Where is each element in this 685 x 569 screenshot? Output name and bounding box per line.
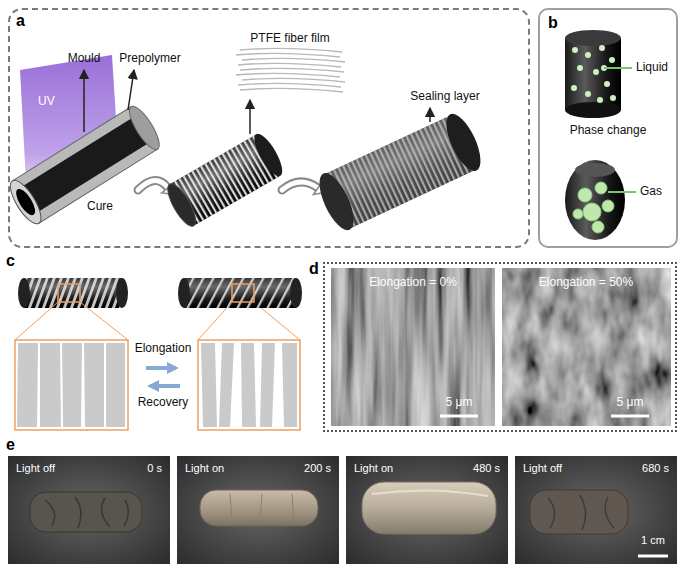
scale-label: 5 μm [446,396,473,410]
zoom-stretched [198,340,300,430]
panel-letter: d [309,260,319,278]
light-label: UV [38,95,55,109]
phase-label: Phase change [570,124,647,138]
scale-bar [440,415,478,418]
liquid-cylinder [565,30,632,118]
part-label: Prepolymer [119,52,180,66]
process-label: Elongation [135,342,192,356]
state-label: Light on [354,462,393,475]
time-label: 0 s [147,462,162,475]
actuator-photo-object [30,492,142,532]
cycle-arrows [146,368,180,386]
phase-label: Liquid [636,61,668,75]
time-label: 480 s [473,462,500,475]
photo-panel: Light off 0 s [8,456,170,564]
fiber-film [236,48,345,92]
photo [346,456,508,564]
part-label: Sealing layer [410,90,479,104]
wrapped-cylinder [163,130,287,230]
gas-capsule [565,160,636,240]
zoom-relaxed [15,340,128,430]
scale-bar [611,415,649,418]
process-arrow [282,182,325,195]
state-label: Light on [185,462,224,475]
panel-frame: Elongation = 0%5 μmElongation = 50%5 μmd [323,262,677,432]
time-label: 200 s [304,462,331,475]
actuator-photo-object [200,490,318,526]
relaxed-cylinder [18,278,128,308]
phase-label: Gas [640,185,662,199]
photo-panel: Light on 480 s [346,456,508,564]
image-caption: Elongation = 50% [539,276,633,290]
leader-line [429,108,431,122]
leader-line [249,100,251,134]
photo [8,456,170,564]
photo-panel: Light on 200 s [177,456,339,564]
sem-panel: Elongation = 50% 5 μm [502,268,671,426]
state-label: Light off [523,462,562,475]
photo [177,456,339,564]
scale-label: 5 μm [617,396,644,410]
photo [515,456,677,564]
scale-label: 1 cm [641,534,665,547]
sem-panel: Elongation = 0% 5 μm [331,268,495,426]
actuator-photo-object [362,482,496,534]
time-label: 680 s [642,462,669,475]
panel-letter: e [6,436,15,454]
sealed-cylinder [313,109,488,235]
sem-image [502,268,671,426]
panel-letter: a [16,12,25,30]
leader-line [128,70,134,110]
scale-bar [638,555,668,558]
part-label: PTFE fiber film [250,32,329,46]
step-label: Cure [87,200,113,214]
leader-line [83,70,85,132]
sem-image [331,268,495,426]
state-label: Light off [16,462,55,475]
part-label: Mould [68,52,101,66]
process-label: Recovery [138,396,189,410]
image-caption: Elongation = 0% [369,276,457,290]
actuator-photo-object [530,490,628,534]
stretched-cylinder [178,278,302,308]
photo-panel: Light off 680 s 1 cm [515,456,677,564]
panel-letter: b [548,14,558,32]
panel-letter: c [6,252,15,270]
